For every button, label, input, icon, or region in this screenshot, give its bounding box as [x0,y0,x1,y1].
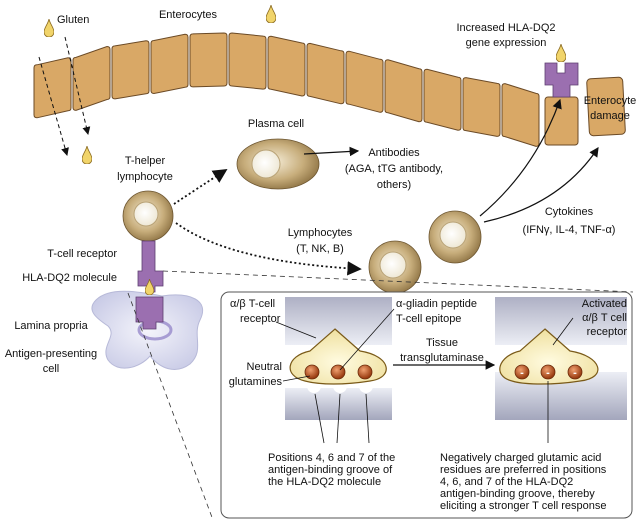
enterocyte-cell [33,57,72,119]
enterocyte-damage-label: damage [590,110,630,122]
t-helper-label: lymphocyte [117,171,173,183]
enterocyte-cell [189,32,228,88]
cytokine-arrow [479,98,562,217]
gluten-label: Gluten [57,14,89,26]
t-helper-label: T-helper [125,155,166,167]
plasma-cell-label: Plasma cell [248,118,304,130]
hla-dq2-receptor-icon [544,62,579,98]
positions-caption: antigen-binding groove of [268,464,393,476]
negative-charge-caption: residues are preferred in positions [440,464,607,476]
positions-caption: Positions 4, 6 and 7 of the [268,452,395,464]
activated-tcr-label: receptor [587,326,628,338]
enterocyte-cell [228,32,267,90]
glutamic-acid-residue [540,364,556,380]
cytokine-arrow [483,147,599,223]
antibody-arrow [303,146,360,157]
lymphocytes-label: Lymphocytes [288,227,353,239]
neutral-glutamines-label: Neutral [247,361,282,373]
enterocyte-damage-label: Enterocyte [584,95,637,107]
increased-hla-label: Increased HLA-DQ2 [456,22,555,34]
enterocyte-cell [501,83,540,147]
leader-line [282,375,311,382]
ab-tcr-label: receptor [240,313,281,325]
gliadin-label: α-gliadin peptide [396,298,477,310]
lymphocyte-nucleus [439,221,467,249]
lymphocyte-nucleus [379,251,407,279]
antibodies-label: (AGA, tTG antibody, [345,163,443,175]
activation-arrow [173,169,228,205]
leader-line [552,317,574,346]
leader-line [275,321,317,339]
leader-line [365,393,370,444]
t-helper-nucleus [133,201,159,227]
activation-arrow [175,222,362,276]
positions-caption: the HLA-DQ2 molecule [268,476,381,488]
damaged-enterocyte [586,76,626,137]
apc-label: cell [43,363,60,375]
activated-receptor-block [495,297,627,345]
glutamine-residue [304,364,320,380]
tissue-transglutaminase-label: transglutaminase [400,352,484,364]
negative-charge-symbol: - [573,367,577,379]
enterocyte-cell [267,35,306,97]
plasma-cell-nucleus [251,149,281,179]
leader-line [336,393,341,444]
enterocyte-cell [345,50,384,113]
negative-charge-caption: antigen-binding groove, thereby [440,488,595,500]
cytokines-label: Cytokines [545,206,594,218]
zoom-callout-line [127,292,214,521]
gluten-icon [556,44,566,62]
gluten-icon [82,146,92,164]
t-cell-receptor-label: T-cell receptor [47,248,117,260]
hla-dq2-label: HLA-DQ2 molecule [22,272,117,284]
gluten-icon [44,19,54,37]
negative-charge-caption: 4, 6, and 7 of the HLA-DQ2 [440,476,573,488]
activated-tcr-label: Activated [582,298,627,310]
increased-hla-label: gene expression [466,37,547,49]
lamina-propria-label: Lamina propria [14,320,88,332]
antibodies-label: Antibodies [368,147,420,159]
enterocyte-cell [72,45,111,111]
enterocyte-cell [423,68,462,131]
zoom-callout-line [162,270,634,293]
negative-charge-symbol: - [520,367,524,379]
lymphocytes-label: (T, NK, B) [296,243,344,255]
gliadin-label: T-cell epitope [396,313,461,325]
leader-line [339,308,395,371]
glutamic-acid-residue [567,364,583,380]
glutamic-acid-residue [514,364,530,380]
enterocyte-cell [111,40,150,100]
hla-dq2-molecule-icon [135,296,164,330]
gluten-path-arrow [64,36,91,135]
gluten-icon [266,5,276,23]
negative-charge-caption: Negatively charged glutamic acid [440,452,601,464]
glutamine-residue [357,364,373,380]
neutral-glutamines-label: glutamines [229,376,283,388]
apc-label: Antigen-presenting [5,348,97,360]
gluten-path-arrow [38,56,69,156]
molecular-detail-inset: - - - Tissue transglutaminase α/β T-cell r… [220,291,633,519]
enterocyte-cell [384,59,423,123]
enterocyte-cell [306,42,345,105]
enterocyte-cell [150,33,189,95]
negative-charge-symbol: - [546,367,550,379]
t-cell-receptor-icon [137,240,164,293]
enterocyte-cell [462,77,501,137]
cytokines-label: (IFNγ, IL-4, TNF-α) [523,224,616,236]
ab-tcr-label: α/β T-cell [230,298,275,310]
tissue-transglutaminase-label: Tissue [426,337,458,349]
enterocyte-layer [33,32,540,147]
enterocytes-label: Enterocytes [159,9,218,21]
leader-line [314,393,325,444]
hla-expressing-enterocyte [544,62,579,146]
negative-charge-caption: eliciting a stronger T cell response [440,500,607,512]
antibodies-label: others) [377,179,411,191]
antigen-presenting-cell [91,290,203,370]
activated-tcr-label: α/β T cell [582,312,627,324]
